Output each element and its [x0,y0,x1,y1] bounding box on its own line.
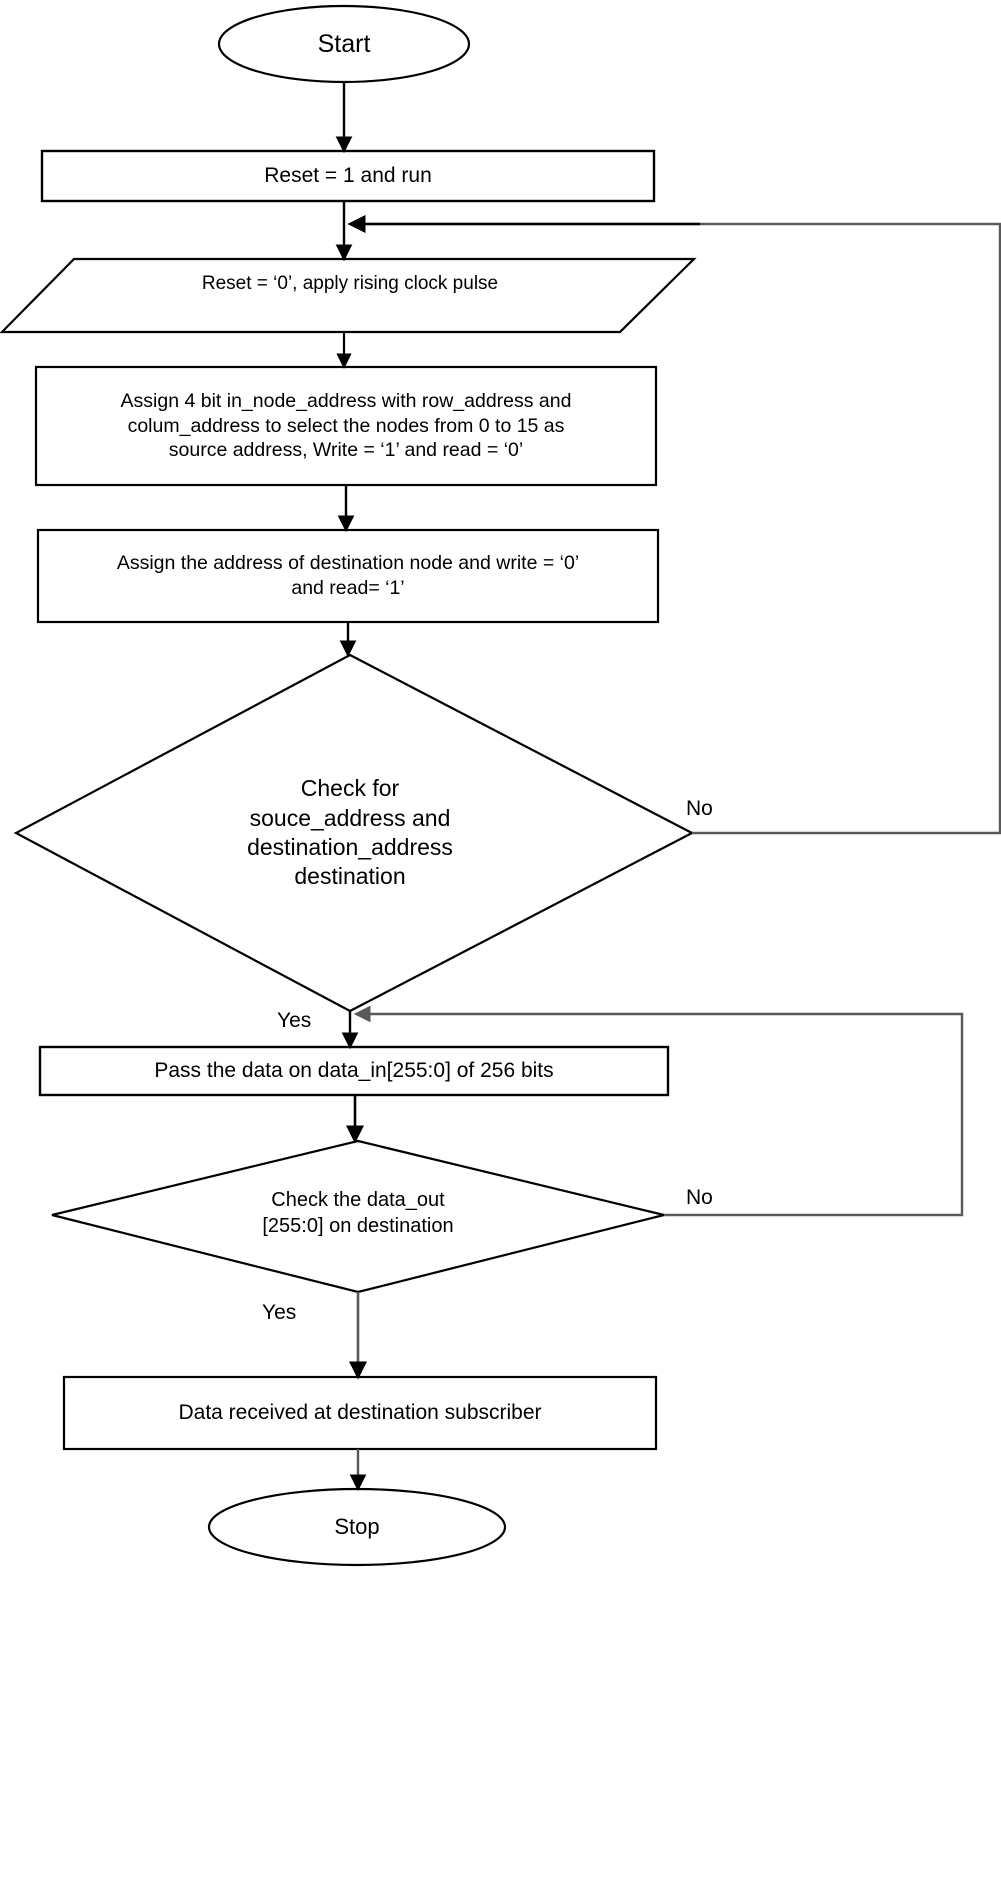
edge-decision-dataout-no-loop [353,1005,964,1217]
shape-assign-destination [36,528,660,624]
shape-stop [207,1487,507,1567]
shape-assign-source [34,365,658,487]
shape-start [217,4,471,84]
shape-decision-check-address [13,653,695,1013]
shape-pass-data [38,1045,670,1097]
shape-clock-io [0,257,697,334]
shape-data-received [62,1375,658,1451]
shape-decision-check-dataout [51,1139,665,1294]
shape-reset-run [40,149,656,203]
